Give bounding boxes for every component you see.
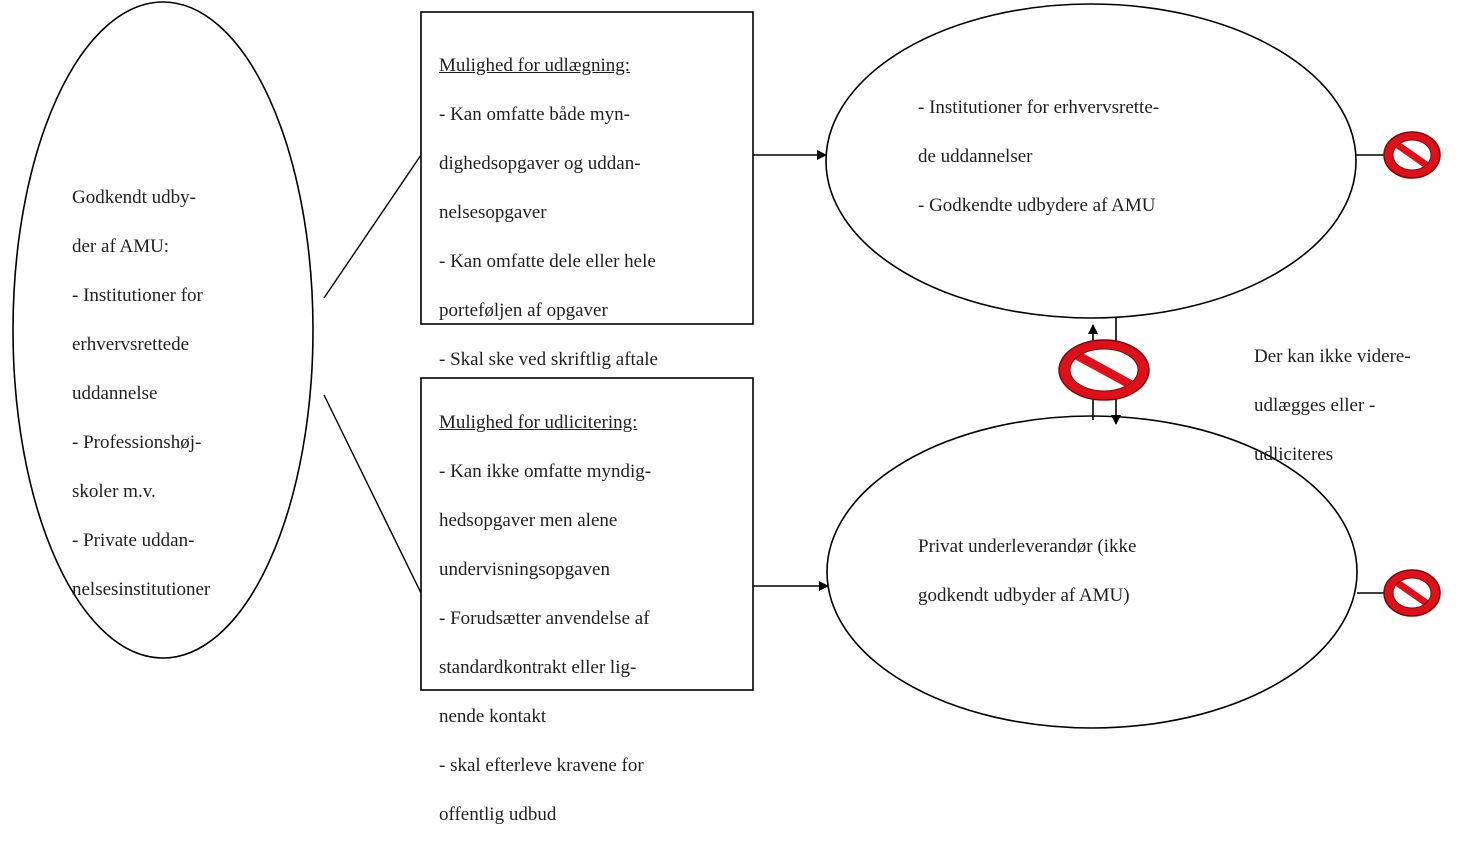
- udlaegning-line: - Kan omfatte dele eller hele: [439, 250, 656, 272]
- side-note-text: Der kan ikke videre- udlægges eller - ud…: [1254, 320, 1411, 492]
- left-line: skoler m.v.: [72, 480, 156, 502]
- udlicitering-line: - Kan ikke omfatte myndig-: [439, 460, 652, 482]
- udlicitering-heading: Mulighed for udlicitering:: [439, 411, 638, 433]
- udlicitering-line: hedsopgaver men alene: [439, 509, 618, 531]
- udlaegning-line: dighedsopgaver og uddan-: [439, 152, 641, 174]
- udlicitering-line: standardkontrakt eller lig-: [439, 656, 637, 678]
- left-line: Godkendt udby-: [72, 186, 197, 208]
- udlicitering-line: offentlig udbud: [439, 803, 557, 825]
- udlicitering-line: undervisningsopgaven: [439, 558, 610, 580]
- side-note-line: Der kan ikke videre-: [1254, 345, 1411, 367]
- udlicitering-line: nende kontakt: [439, 705, 547, 727]
- top-right-line: de uddannelser: [918, 145, 1033, 167]
- left-line: nelsesinstitutioner: [72, 578, 211, 600]
- udlaegning-line: porteføljen af opgaver: [439, 299, 608, 321]
- bottom-right-line: godkendt udbyder af AMU): [918, 584, 1130, 606]
- udlaegning-box-shape: [420, 11, 754, 325]
- bottom-right-ellipse-text: Privat underleverandør (ikke godkendt ud…: [918, 510, 1136, 633]
- udlicitering-line: - skal efterleve kravene for: [439, 754, 644, 776]
- bottom-right-ellipse-shape: [826, 415, 1358, 729]
- udlaegning-line: nelsesopgaver: [439, 201, 547, 223]
- side-note-line: udlægges eller -: [1254, 394, 1376, 416]
- top-right-line: - Institutioner for erhvervsrette-: [918, 96, 1160, 118]
- bottom-right-line: Privat underleverandør (ikke: [918, 535, 1137, 557]
- prohibition-icon: [1383, 569, 1441, 617]
- connector-to-udlicitering: [323, 394, 422, 594]
- diagram-canvas: [12, 1, 1441, 729]
- left-line: - Private uddan-: [72, 529, 195, 551]
- udlaegning-box-text: Mulighed for udlægning: - Kan omfatte bå…: [439, 29, 658, 397]
- udlicitering-line: - Forudsætter anvendelse af: [439, 607, 650, 629]
- udlicitering-box-text: Mulighed for udlicitering: - Kan ikke om…: [439, 386, 651, 852]
- top-right-ellipse-text: - Institutioner for erhvervsrette- de ud…: [918, 71, 1159, 243]
- left-ellipse-text: Godkendt udby- der af AMU: - Institution…: [72, 161, 210, 627]
- left-line: - Institutioner for: [72, 284, 203, 306]
- side-note-line: udliciteres: [1254, 443, 1334, 465]
- top-right-line: - Godkendte udbydere af AMU: [918, 194, 1156, 216]
- udlicitering-box-shape: [420, 377, 754, 691]
- left-line: der af AMU:: [72, 235, 170, 257]
- udlaegning-heading: Mulighed for udlægning:: [439, 54, 631, 76]
- left-line: uddannelse: [72, 382, 158, 404]
- left-line: erhvervsrettede: [72, 333, 190, 355]
- connector-to-udlaegning: [323, 154, 422, 299]
- prohibition-icon: [1383, 131, 1441, 179]
- top-right-ellipse-shape: [825, 3, 1357, 319]
- left-line: - Professionshøj-: [72, 431, 202, 453]
- udlaegning-line: - Kan omfatte både myn-: [439, 103, 630, 125]
- prohibition-icon: [1058, 339, 1150, 401]
- udlaegning-line: - Skal ske ved skriftlig aftale: [439, 348, 658, 370]
- left-ellipse-shape: [12, 1, 314, 659]
